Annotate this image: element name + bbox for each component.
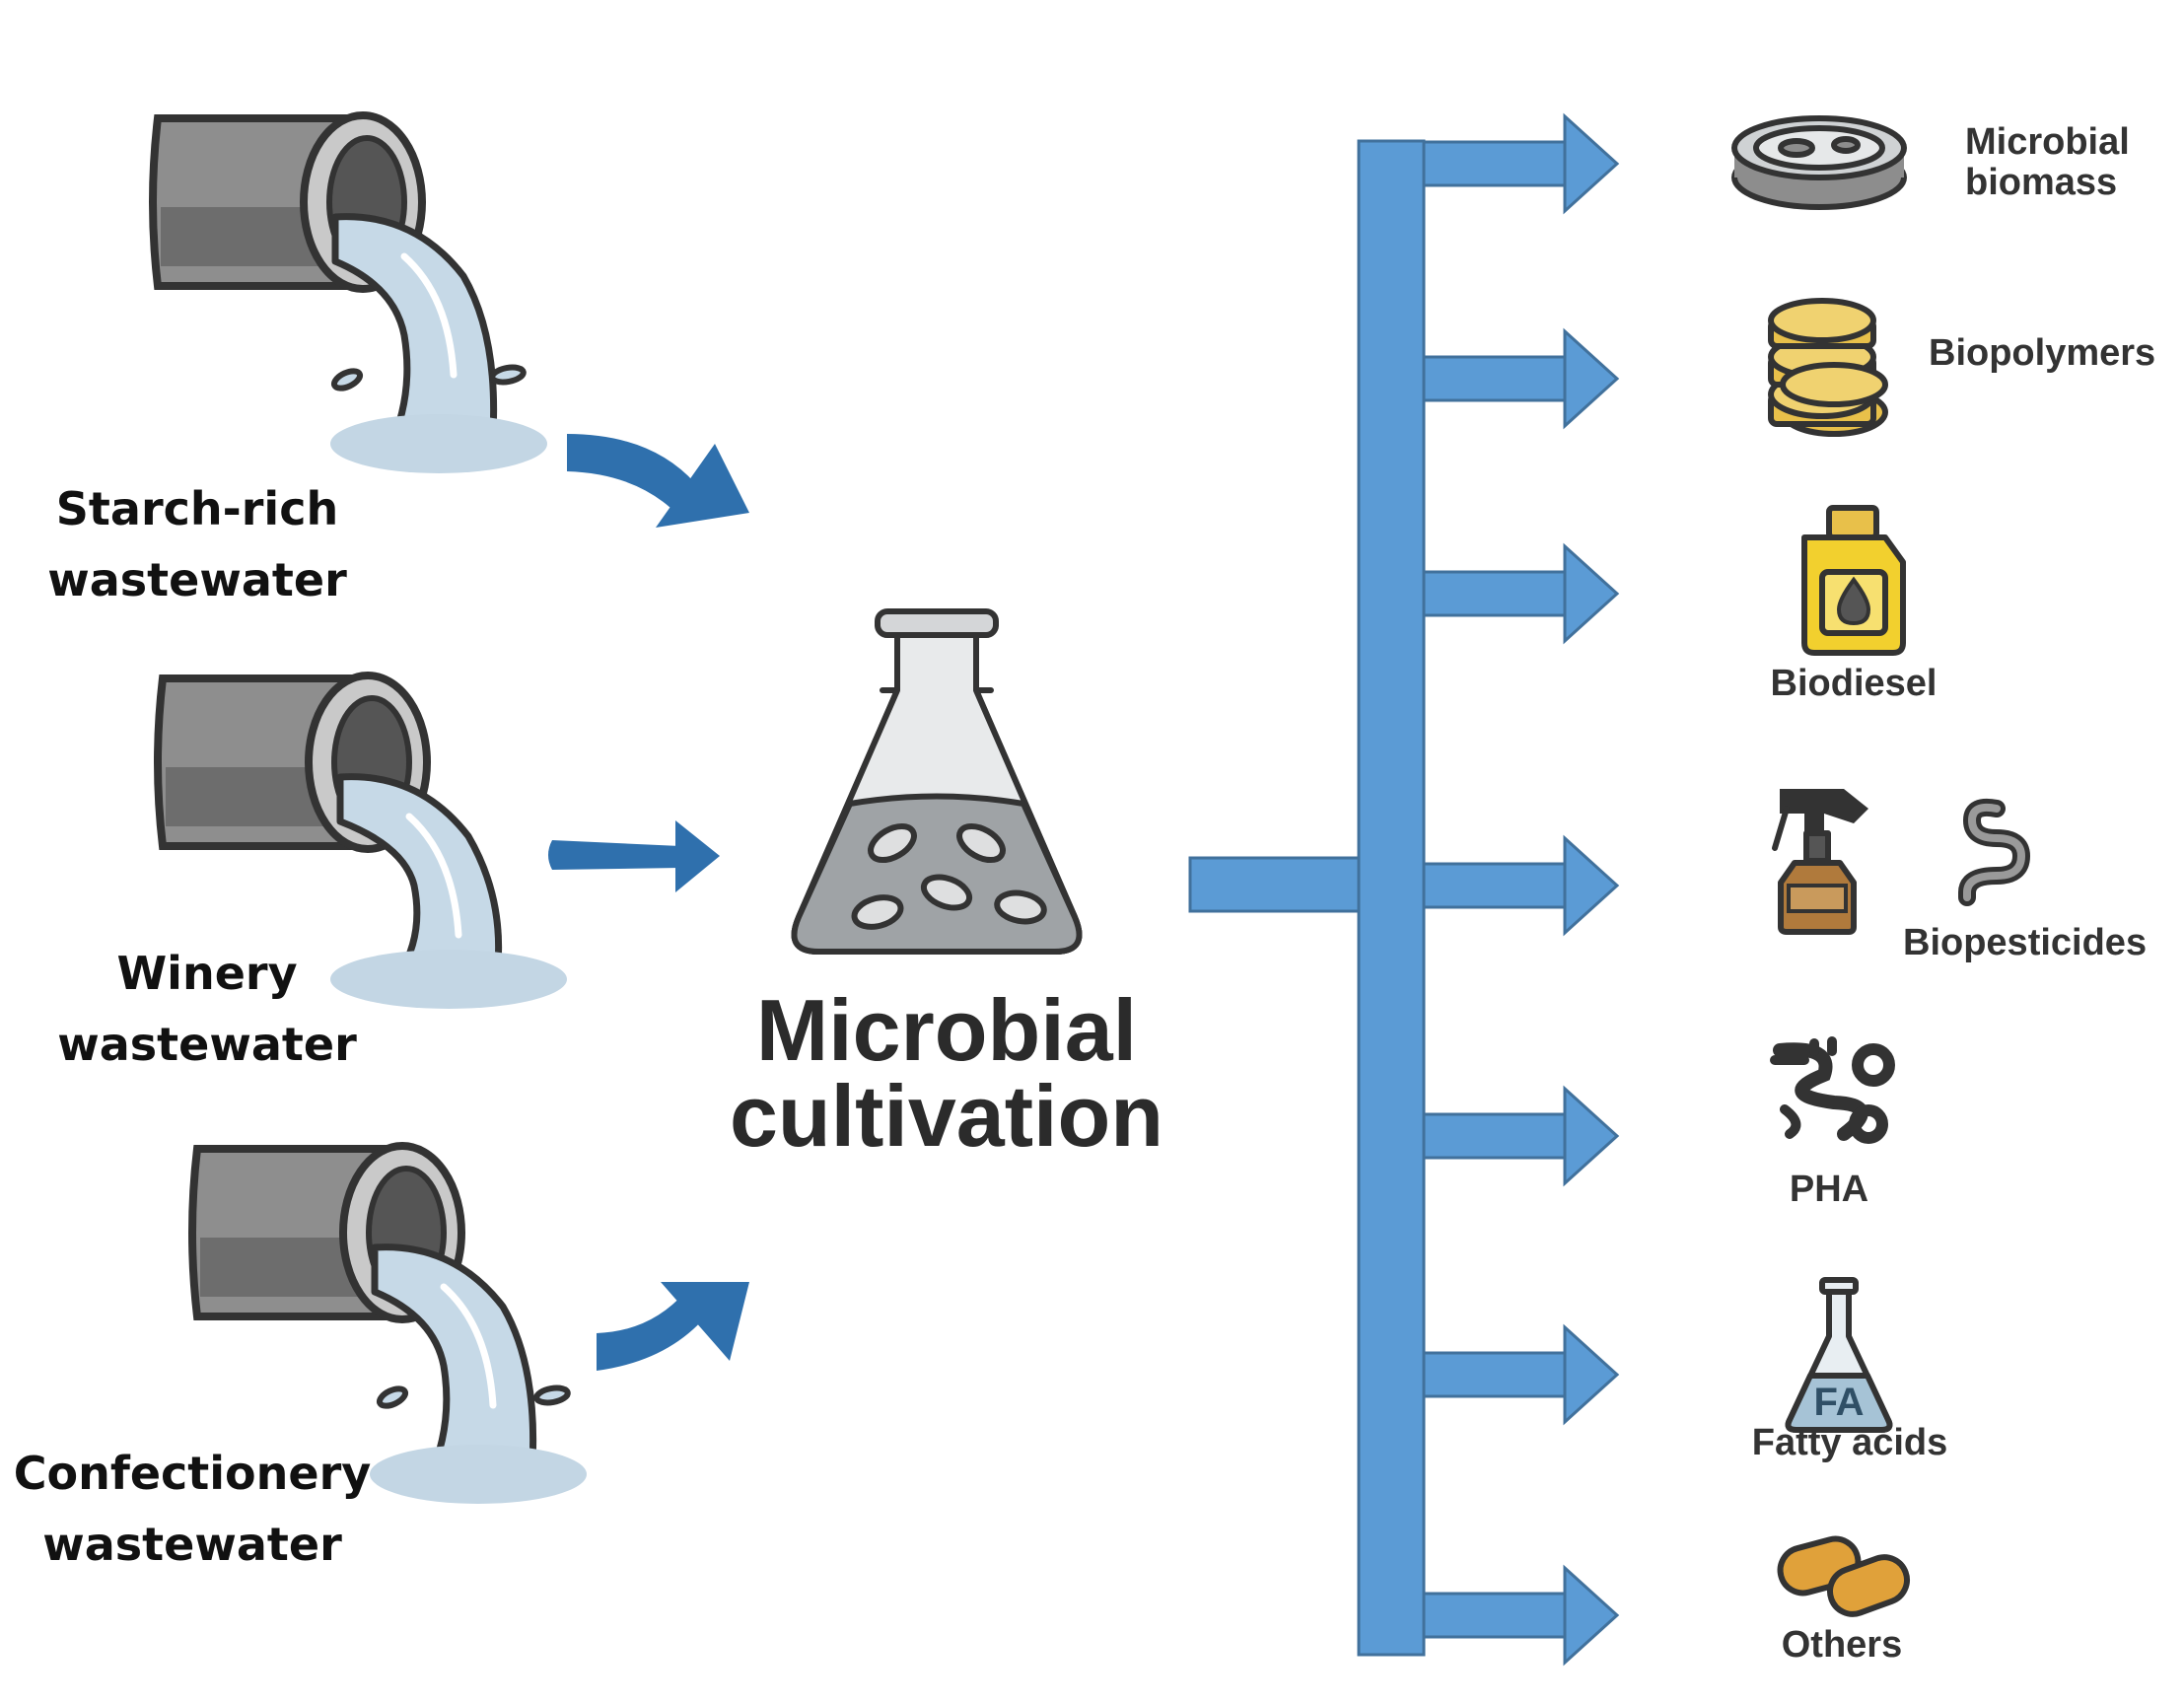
branch-arrow-pha	[1422, 1085, 1620, 1187]
source-label-winery-line2: wastewater	[57, 1018, 357, 1071]
source-label-confectionery-line2: wastewater	[42, 1518, 342, 1571]
petri-dish-icon	[1731, 115, 1907, 210]
product-label-microbial-biomass-line2: biomass	[1965, 162, 2117, 203]
branch-arrow-microbial-biomass	[1422, 112, 1620, 215]
product-label-microbial-biomass-line1: Microbial	[1965, 121, 2130, 163]
coin-stack-icon	[1768, 298, 1888, 437]
branch-arrow-biopolymers	[1422, 327, 1620, 430]
pipe-icon-starch	[149, 111, 547, 473]
capsule-icon	[1777, 1535, 1910, 1617]
branch-arrow-fatty-acids	[1422, 1323, 1620, 1426]
fatty-acids-flask-icon	[1785, 1277, 1893, 1433]
product-label-others: Others	[1782, 1624, 1902, 1666]
pipe-icon-winery	[154, 672, 567, 1009]
center-label-line2: cultivation	[730, 1067, 1163, 1165]
source-label-confectionery-line1: Confectionery	[14, 1447, 372, 1500]
product-label-biodiesel: Biodiesel	[1771, 663, 1937, 704]
product-label-biopesticides: Biopesticides	[1903, 922, 2147, 963]
branch-arrow-biodiesel	[1422, 542, 1620, 645]
pipe-icon-confectionery	[188, 1142, 587, 1504]
fuel-jug-icon	[1801, 505, 1906, 656]
source-label-starch-line1: Starch-rich	[56, 482, 338, 535]
branch-arrow-biopesticides	[1422, 834, 1620, 937]
spray-bottle-icon	[1772, 789, 1868, 935]
polymer-chain-icon	[1770, 1036, 1895, 1144]
arrow-confectionery-to-cultivation	[597, 1282, 749, 1371]
branch-structure	[1188, 112, 1620, 1667]
source-label-winery-line1: Winery	[116, 947, 297, 1000]
source-label-starch-line2: wastewater	[47, 553, 347, 606]
product-label-fatty-acids: Fatty acids	[1752, 1422, 1948, 1463]
center-label-line1: Microbial	[756, 981, 1137, 1079]
arrow-winery-to-cultivation	[548, 820, 720, 892]
input-stem	[1188, 856, 1365, 913]
arrow-starch-to-cultivation	[567, 434, 749, 528]
vertical-trunk	[1357, 139, 1426, 1657]
worm-icon	[1958, 798, 2031, 906]
branch-arrow-others	[1422, 1564, 1620, 1667]
flask-icon	[791, 608, 1083, 955]
fatty-acids-flask-label: FA	[1813, 1381, 1864, 1424]
product-label-biopolymers: Biopolymers	[1929, 332, 2155, 374]
product-label-pha: PHA	[1790, 1169, 1868, 1210]
